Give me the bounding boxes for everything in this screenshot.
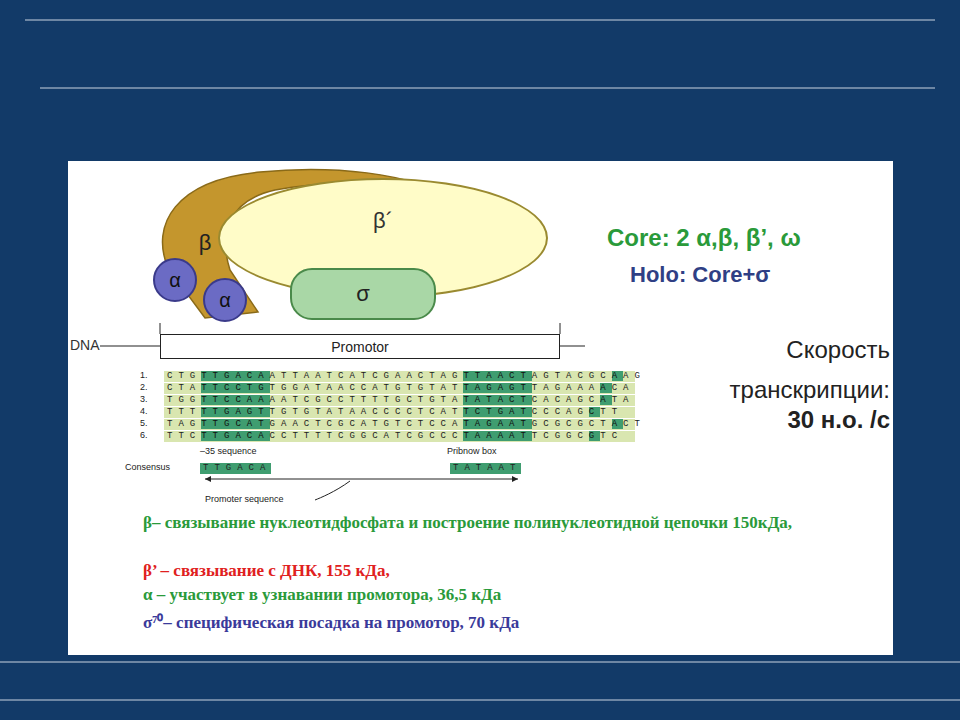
leader-line [315, 481, 350, 500]
dna-label: DNA [70, 337, 100, 353]
beta-subunit: β [190, 228, 220, 258]
sequence-row: TGGTTCCAAAATCGCCTTTTGCTGTATATACTCACAGCAT… [164, 395, 635, 406]
consensus-label: Consensus [125, 462, 170, 472]
subunit-note: β– связывание нуклеотидфосфата и построе… [143, 510, 813, 535]
sequence-row: CTGTTGACAATTAATCATCGAACTAGTTAACTAGTACGCA… [164, 371, 635, 382]
subunit-label: β [199, 230, 212, 256]
consensus-box: TTGACA [200, 463, 271, 474]
consensus-box: TATAAT [450, 463, 521, 474]
alpha-subunit: α [153, 258, 197, 302]
promoter-tick [160, 323, 161, 334]
rate-label: Скорость транскрипции: [680, 330, 890, 410]
sequence-row: TAGTTGCATGAACTCGCATGTCTCCATAGAATGCGCGCTA… [164, 419, 635, 430]
holo-formula: Holo: Core+σ [630, 262, 770, 288]
sigma-subunit: σ [290, 268, 436, 320]
subunit-label: α [219, 289, 231, 312]
row-number: 1. [140, 370, 148, 380]
sequence-row: TTTTTGAGTTGTGTATAACCCCTCATTCTGATCCCAGCTT [164, 407, 635, 418]
subunit-note: α – участвует в узнавании промотора, 36,… [143, 585, 501, 605]
row-number: 5. [140, 418, 148, 428]
subunit-note: β’ – связывание с ДНК, 155 кДа, [143, 561, 390, 581]
sequence-row: TTCTTGACACCTTTTCGGCATCGCCCTAAAATTCGGCGTC [164, 431, 635, 442]
rule-line [40, 88, 935, 89]
row-number: 2. [140, 382, 148, 392]
row-number: 4. [140, 406, 148, 416]
region-label: –35 sequence [200, 446, 257, 456]
bracket-heads [205, 476, 518, 482]
rate-value: 30 н.о. /с [680, 406, 890, 434]
promoter-tick [560, 323, 561, 334]
subunit-note: σ⁷⁰– специфическая посадка на промотор, … [143, 610, 519, 633]
row-number: 3. [140, 394, 148, 404]
rule-line [0, 662, 960, 663]
core-formula: Core: 2 α,β, β’, ω [607, 224, 801, 252]
bracket-label: Promoter sequence [205, 494, 284, 504]
subunit-label: α [169, 269, 181, 292]
promoter-bracket [205, 479, 518, 480]
region-label: Pribnow box [447, 446, 497, 456]
alpha-subunit: α [203, 278, 247, 322]
subunit-label: β´ [373, 208, 393, 234]
subunit-label: σ [356, 281, 370, 307]
row-number: 6. [140, 430, 148, 440]
rule-line [0, 700, 960, 701]
promoter-box: Promotor [160, 334, 560, 359]
subunit-label: Promotor [331, 339, 389, 355]
sequence-row: CTATTCCTGTGGATAACCATGTGTATTAGAGTTAGAAAAC… [164, 383, 635, 394]
rule-line [25, 20, 935, 21]
